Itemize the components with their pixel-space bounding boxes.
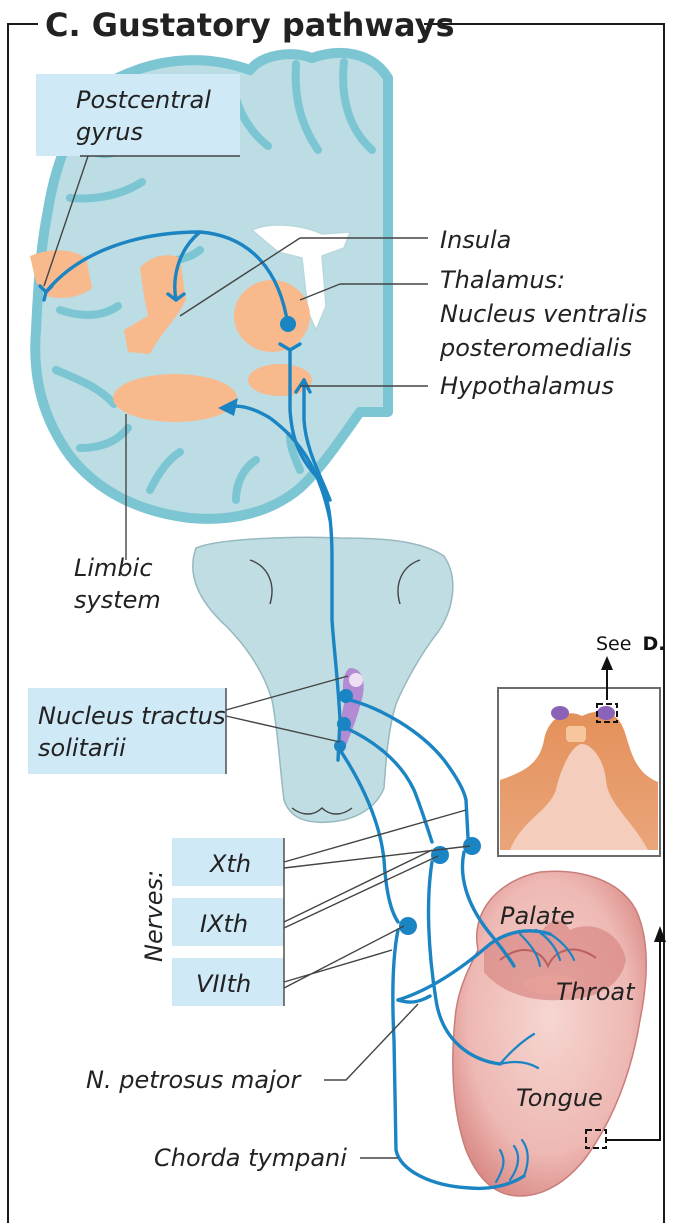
nucleus-tractus-line2: solitarii <box>38 734 126 762</box>
see-d-prefix: See <box>596 633 631 655</box>
label-palate: Palate <box>500 902 575 930</box>
hypothalamus-label: Hypothalamus <box>440 372 614 400</box>
nerves-heading: Nerves: <box>140 870 168 962</box>
thalamus-region <box>234 280 310 352</box>
label-chorda-tympani: Chorda tympani <box>154 1144 398 1172</box>
nerve-x-label: Xth <box>208 850 251 878</box>
postcentral-gyrus-line1: Postcentral <box>76 86 211 114</box>
limbic-system-region <box>113 374 237 422</box>
palate-label: Palate <box>500 902 575 930</box>
figure-title: C. Gustatory pathways <box>45 6 454 44</box>
nerve-vii-label: VIIth <box>196 970 251 998</box>
thalamus-line3: posteromedialis <box>439 334 632 362</box>
nerve-ix-label: IXth <box>200 910 248 938</box>
label-nerves: Xth IXth VIIth Nerves: <box>140 810 470 1006</box>
throat-label: Throat <box>556 978 636 1006</box>
chorda-tympani-label: Chorda tympani <box>154 1144 347 1172</box>
see-d-bold: D. <box>643 633 666 655</box>
postcentral-gyrus-line2: gyrus <box>76 118 143 146</box>
thalamus-line2: Nucleus ventralis <box>440 300 647 328</box>
insula-label: Insula <box>440 226 511 254</box>
label-throat: Throat <box>556 978 636 1006</box>
label-n-petrosus-major: N. petrosus major <box>86 1004 418 1094</box>
n-petrosus-major-label: N. petrosus major <box>86 1066 302 1094</box>
nucleus-tractus-line1: Nucleus tractus <box>38 702 225 730</box>
brain-stem <box>193 537 453 822</box>
limbic-line1: Limbic <box>74 554 153 582</box>
tongue-label: Tongue <box>516 1084 603 1112</box>
taste-bud-inset <box>498 688 660 856</box>
limbic-line2: system <box>74 586 161 614</box>
svg-text:See D.: See D. <box>596 633 666 655</box>
thalamus-line1: Thalamus: <box>440 266 565 294</box>
label-tongue: Tongue <box>516 1084 603 1112</box>
